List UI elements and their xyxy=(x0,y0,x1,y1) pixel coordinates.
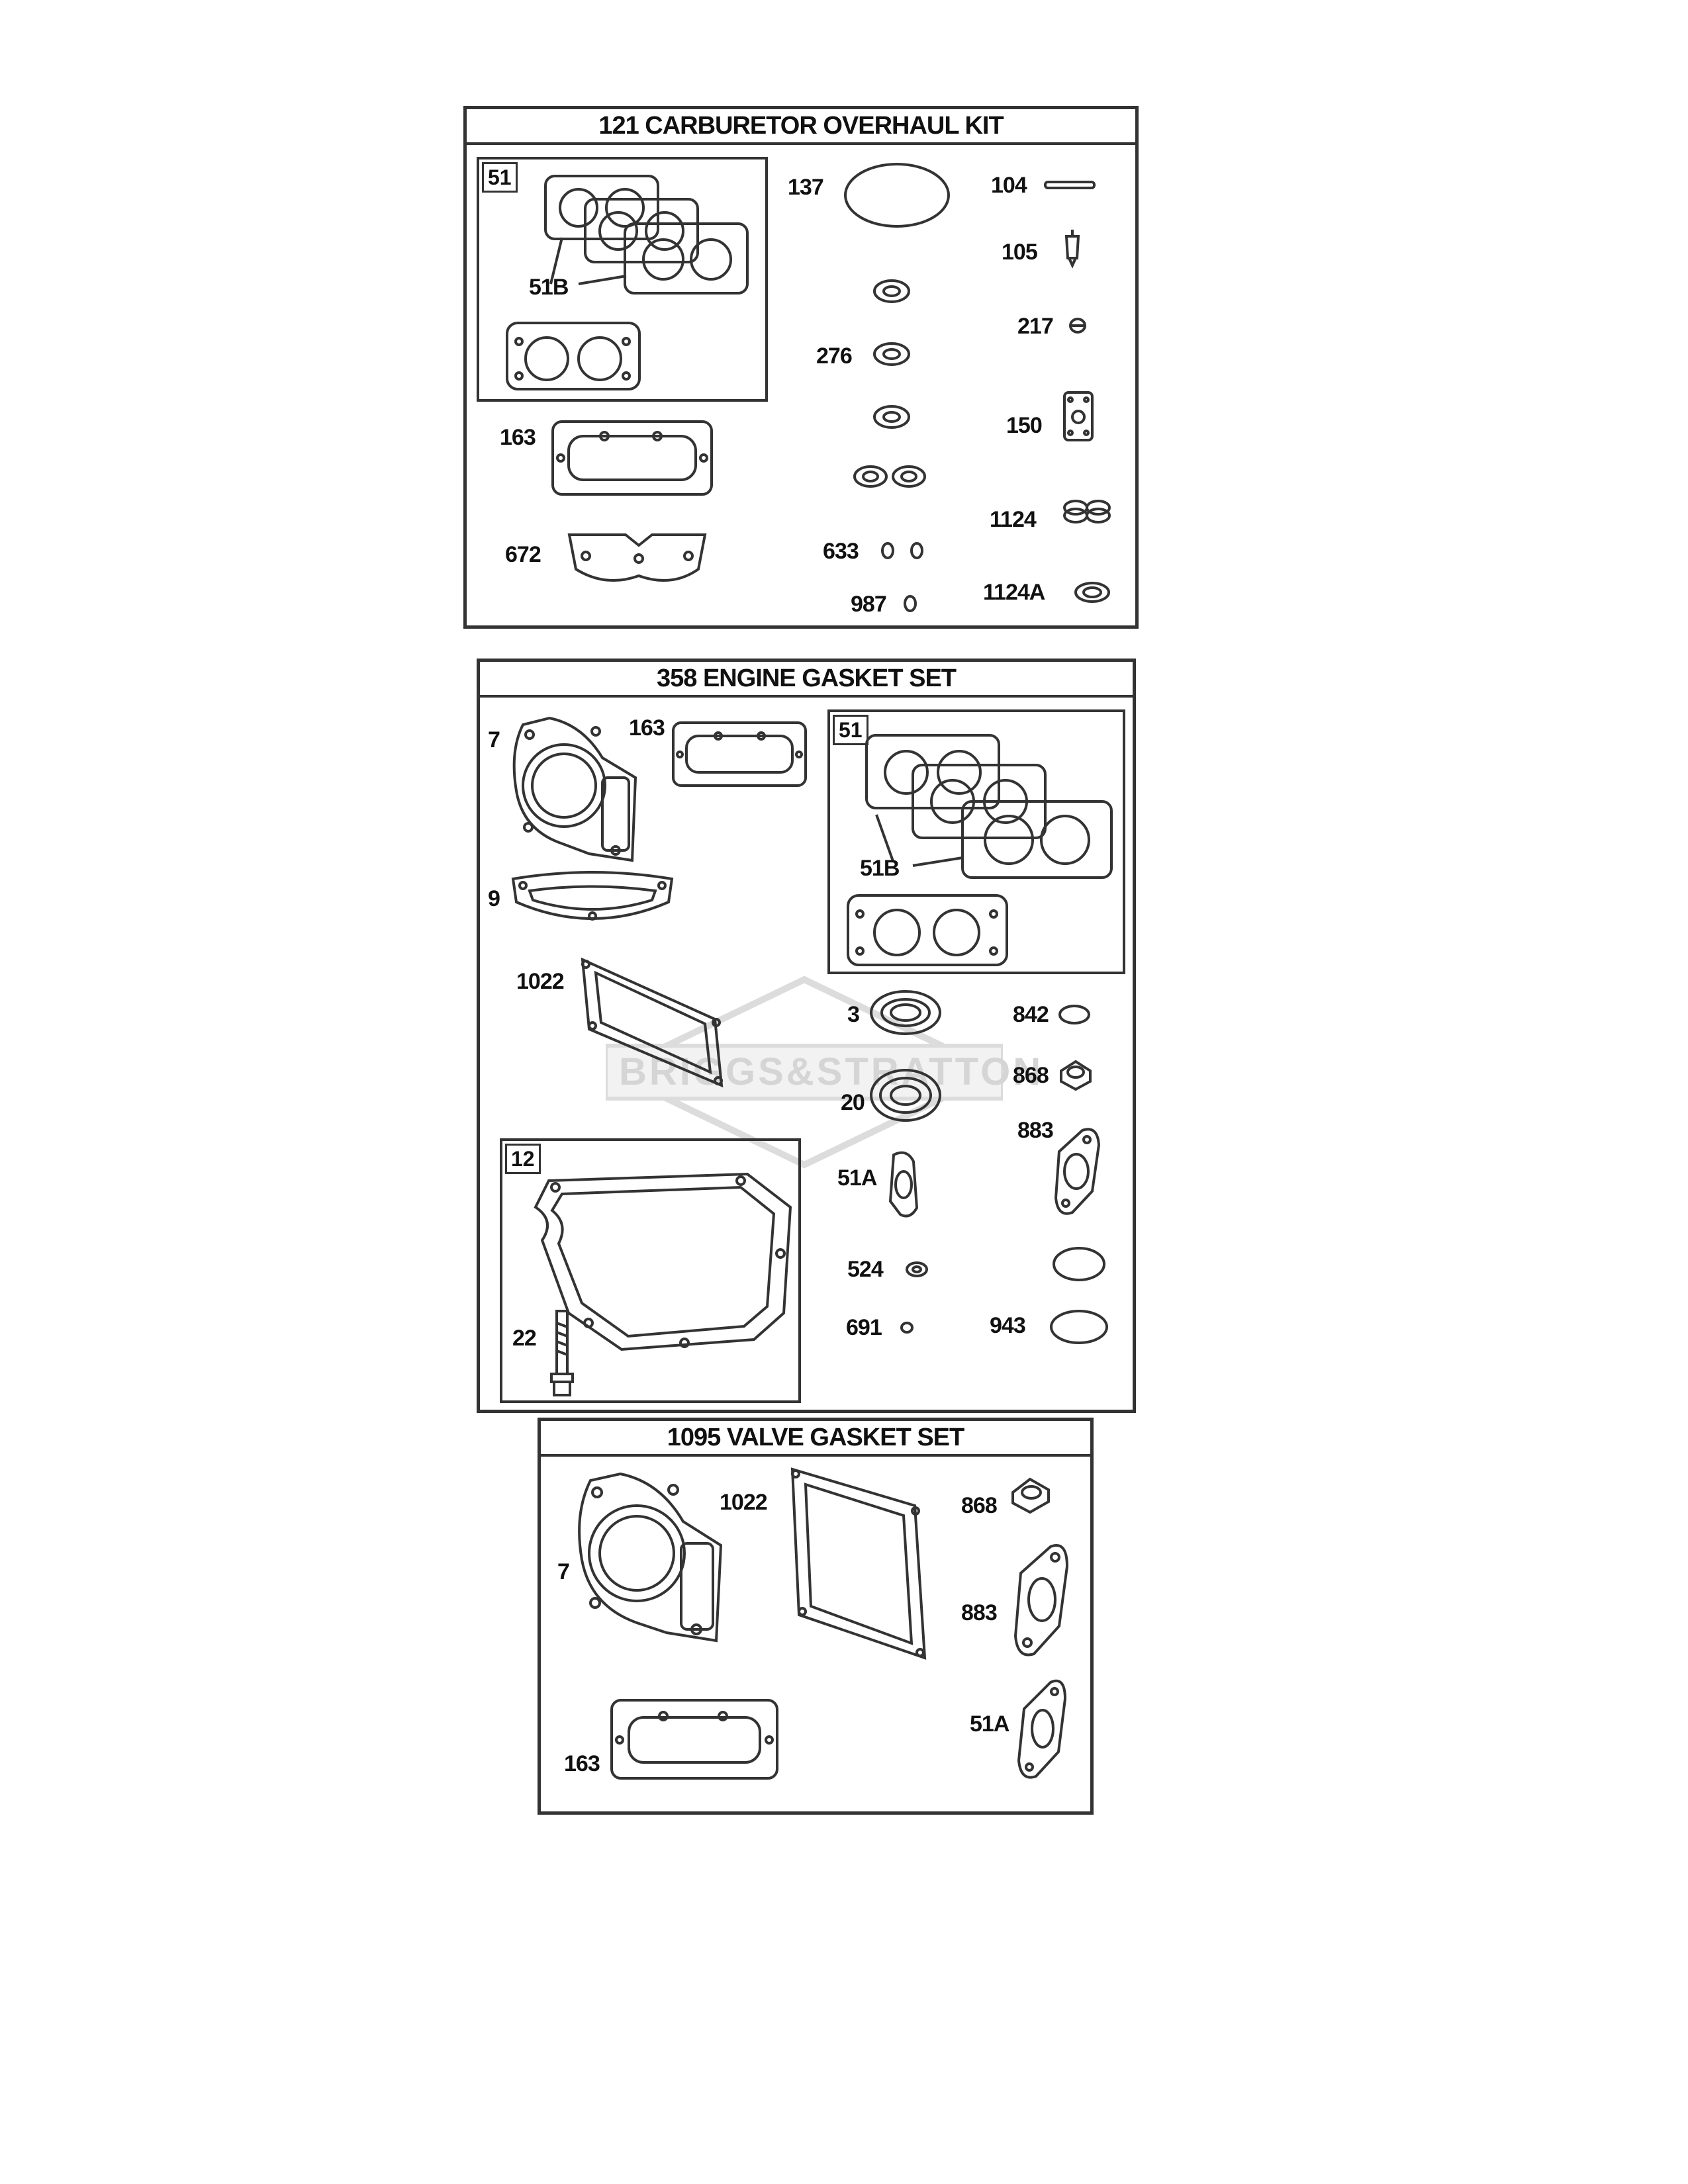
label-672: 672 xyxy=(505,542,541,567)
kit-1095-panel: 1095 VALVE GASKET SET 7 1022 868 883 51A… xyxy=(538,1418,1094,1815)
label-524: 524 xyxy=(847,1257,884,1282)
o-ring-943 xyxy=(1050,1310,1108,1344)
label-276: 276 xyxy=(816,343,853,369)
seal-ring-276 xyxy=(873,342,910,366)
crankcase-gasket-12 xyxy=(534,1172,792,1351)
kit-358-inset-51: 51 51B xyxy=(827,709,1125,974)
label-163: 163 xyxy=(500,425,536,450)
sub-51b-leader xyxy=(549,237,627,285)
gasket-51a xyxy=(888,1151,919,1218)
gasket-150 xyxy=(1063,391,1094,441)
label-868: 868 xyxy=(1013,1063,1049,1088)
sub-51b-leader xyxy=(875,814,963,867)
label-137: 137 xyxy=(788,175,824,200)
intake-gasket-163 xyxy=(551,420,713,496)
bolt-22 xyxy=(550,1310,574,1396)
label-868: 868 xyxy=(961,1493,998,1518)
part-217 xyxy=(1069,318,1086,334)
rings-1124 xyxy=(1063,500,1111,523)
bearing-seal-20 xyxy=(870,1069,941,1122)
gasket-51a xyxy=(1017,1679,1067,1779)
label-105: 105 xyxy=(1002,240,1038,265)
label-987: 987 xyxy=(851,592,887,617)
label-691: 691 xyxy=(846,1315,882,1340)
label-1124: 1124 xyxy=(990,507,1037,532)
o-ring-plain xyxy=(1053,1247,1105,1281)
seal-ring-top xyxy=(873,279,910,303)
oil-seal-3 xyxy=(870,990,941,1035)
gasket-9 xyxy=(511,871,674,921)
carburetor-gasket-single xyxy=(847,894,1008,966)
washer-691 xyxy=(900,1322,914,1334)
carburetor-gasket-single xyxy=(506,322,641,390)
rocker-cover-gasket-1022 xyxy=(790,1467,927,1660)
head-gasket-7 xyxy=(578,1472,723,1643)
kit-1095-title: 1095 VALVE GASKET SET xyxy=(541,1421,1090,1457)
label-842: 842 xyxy=(1013,1002,1049,1027)
valve-seal-868 xyxy=(1011,1477,1050,1514)
label-20: 20 xyxy=(841,1090,865,1115)
label-163: 163 xyxy=(629,715,665,741)
intake-gasket-163 xyxy=(610,1699,778,1780)
seal-ring-pair xyxy=(853,465,926,488)
label-943: 943 xyxy=(990,1313,1026,1338)
label-104: 104 xyxy=(991,173,1027,198)
kit-121-panel: 121 CARBURETOR OVERHAUL KIT 51 51B 163 6… xyxy=(463,106,1139,629)
washer-633 xyxy=(881,542,923,559)
label-883: 883 xyxy=(961,1600,998,1625)
inset-tag: 51 xyxy=(833,715,868,745)
ring-1124a xyxy=(1074,582,1110,603)
label-7: 7 xyxy=(557,1559,570,1584)
label-1022: 1022 xyxy=(720,1490,768,1515)
kit-358-title: 358 ENGINE GASKET SET xyxy=(480,662,1133,698)
label-163: 163 xyxy=(564,1751,600,1776)
kit-121-title: 121 CARBURETOR OVERHAUL KIT xyxy=(467,109,1135,145)
label-217: 217 xyxy=(1017,314,1054,339)
label-883: 883 xyxy=(1017,1118,1054,1143)
gasket-672 xyxy=(567,533,707,582)
label-1124a: 1124A xyxy=(983,580,1045,605)
valve-seal-868 xyxy=(1060,1060,1092,1091)
valve-105 xyxy=(1064,230,1080,269)
pin-104 xyxy=(1044,181,1096,189)
kit-358-inset-12: 12 22 xyxy=(500,1138,801,1403)
label-51b: 51B xyxy=(529,275,569,300)
ring-842 xyxy=(1058,1005,1090,1024)
label-22: 22 xyxy=(512,1326,537,1351)
carburetor-gasket-stack xyxy=(544,175,749,295)
head-gasket-7 xyxy=(512,716,637,862)
label-7: 7 xyxy=(488,727,500,752)
gasket-883 xyxy=(1013,1544,1069,1657)
o-ring-137 xyxy=(844,163,950,228)
washer-524 xyxy=(906,1261,928,1277)
kit-121-inset-51: 51 51B xyxy=(477,157,768,402)
label-51a: 51A xyxy=(837,1165,877,1191)
kit-358-panel: 358 ENGINE GASKET SET BRIGGS&STRATTON 7 … xyxy=(477,659,1136,1413)
inset-tag: 51 xyxy=(482,162,518,193)
label-150: 150 xyxy=(1006,413,1043,438)
carburetor-gasket-stack xyxy=(865,734,1113,879)
inset-tag-12: 12 xyxy=(505,1144,541,1174)
washer-987 xyxy=(904,595,917,612)
label-9: 9 xyxy=(488,886,500,911)
gasket-883 xyxy=(1054,1128,1101,1215)
label-51b: 51B xyxy=(860,856,900,881)
label-1022: 1022 xyxy=(516,969,565,994)
seal-ring-lower xyxy=(873,405,910,429)
intake-gasket-163 xyxy=(672,721,807,787)
label-51a: 51A xyxy=(970,1711,1009,1737)
label-633: 633 xyxy=(823,539,859,564)
label-3: 3 xyxy=(847,1002,860,1027)
rocker-cover-gasket-1022 xyxy=(581,957,724,1088)
